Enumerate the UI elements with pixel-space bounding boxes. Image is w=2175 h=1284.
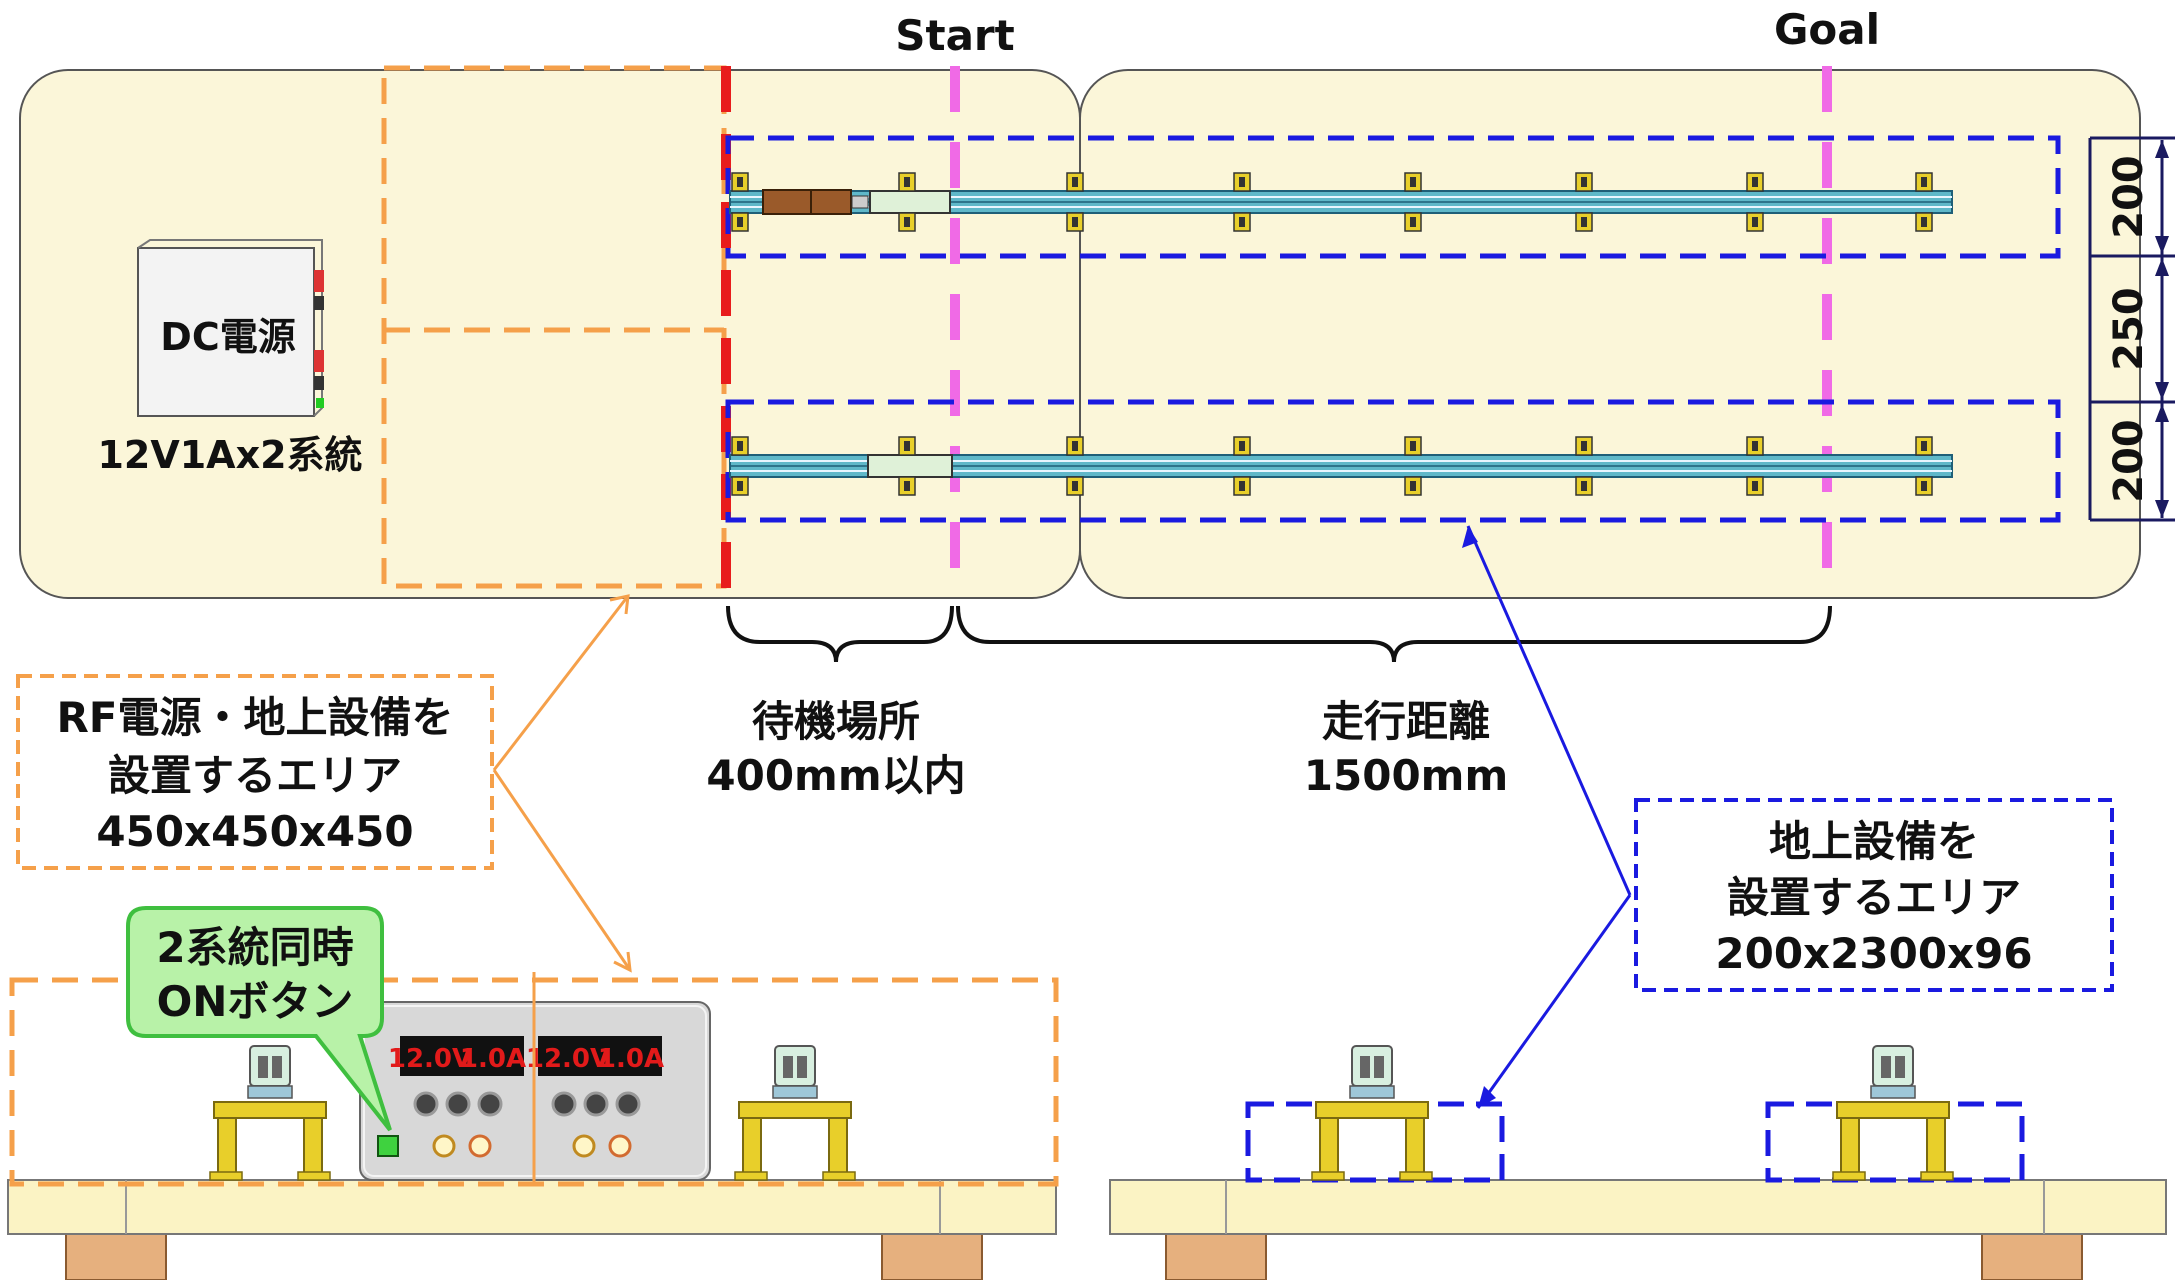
rail-fixture-1	[734, 1045, 856, 1181]
dc-power-supply: DC電源	[137, 239, 324, 417]
rail-clamp-b3	[1233, 436, 1251, 496]
rail-clamp-t4	[1404, 172, 1422, 232]
ground-area-label-box: 地上設備を 設置するエリア 200x2300x96	[1634, 798, 2114, 992]
side-table-left-leg-2	[881, 1231, 983, 1281]
ground-arrow-up	[1466, 525, 1632, 896]
rail-bottom	[729, 454, 1953, 478]
psu-display-2: 12.0V 1.0A	[526, 1036, 664, 1076]
psu-terminals	[432, 1134, 632, 1158]
vehicle-bottom	[867, 454, 953, 478]
dimension-gap: 250	[2106, 287, 2152, 371]
rail-clamp-t2	[1066, 172, 1084, 232]
rf-arrow-up	[492, 595, 630, 771]
lane-area-top	[725, 135, 2061, 259]
rf-area-label-box: RF電源・地上設備を 設置するエリア 450x450x450	[16, 674, 494, 870]
lane-area-bottom	[725, 399, 2061, 523]
ground-area-line3: 200x2300x96	[1715, 929, 2032, 978]
dual-on-callout: 2系統同時 ONボタン	[126, 906, 392, 1132]
rail-clamp-b7	[1915, 436, 1933, 496]
dc-supply-title: DC電源	[160, 315, 295, 359]
rail-fixture-2	[1311, 1045, 1433, 1181]
psu2-current: 1.0A	[598, 1044, 664, 1074]
rail-clamp-t5	[1575, 172, 1593, 232]
standby-label-line2: 400mm以内	[706, 751, 965, 800]
side-view: 12.0V 1.0A 12.0V 1.0A	[7, 972, 2167, 1281]
callout-line1: 2系統同時	[156, 923, 353, 972]
travel-label-line1: 走行距離	[1322, 697, 1490, 746]
rail-fixture-3	[1832, 1045, 1954, 1181]
travel-brace	[956, 605, 1832, 663]
psu-knobs	[413, 1091, 641, 1117]
rail-fixtures-side	[209, 1045, 1954, 1181]
rail-clamp-b4	[1404, 436, 1422, 496]
rail-clamp-b0	[731, 436, 749, 496]
rail-clamp-t7	[1915, 172, 1933, 232]
rf-area-top-outline	[381, 65, 727, 589]
side-table-left-leg-1	[65, 1231, 167, 1281]
ground-area-line2: 設置するエリア	[1727, 873, 2021, 922]
dimension-bar: 200 250 200	[2088, 136, 2175, 522]
rf-area-line2: 設置するエリア	[108, 751, 402, 800]
rail-clamps	[731, 172, 1933, 496]
goal-label: Goal	[1774, 5, 1880, 54]
rail-clamp-t6	[1746, 172, 1764, 232]
rail-clamp-b2	[1066, 436, 1084, 496]
standby-label-line1: 待機場所	[752, 697, 920, 746]
top-view: DC電源 12V1Ax2系統	[19, 65, 2141, 599]
rail-top	[729, 190, 1953, 214]
side-table-right-leg-2	[1981, 1231, 2083, 1281]
rail-clamp-t0	[731, 172, 749, 232]
rail-fixture-0	[209, 1045, 331, 1181]
dimension-lane2: 200	[2106, 419, 2152, 503]
psu1-current: 1.0A	[460, 1044, 526, 1074]
ground-arrow-down	[1476, 894, 1632, 1109]
start-label: Start	[895, 11, 1014, 60]
travel-label-line2: 1500mm	[1304, 751, 1508, 800]
side-table-left	[7, 1179, 1057, 1235]
rail-clamp-t3	[1233, 172, 1251, 232]
rail-clamp-b6	[1746, 436, 1764, 496]
dimension-lane1: 200	[2106, 155, 2152, 239]
side-table-right	[1109, 1179, 2167, 1235]
dc-supply-spec: 12V1Ax2系統	[97, 433, 362, 477]
rail-clamp-b1	[898, 436, 916, 496]
psu2-voltage: 12.0V	[526, 1044, 610, 1074]
ground-area-line1: 地上設備を	[1769, 817, 1979, 866]
callout-line2: ONボタン	[157, 977, 354, 1026]
psu-display-1: 12.0V 1.0A	[388, 1036, 526, 1076]
standby-brace	[726, 605, 954, 663]
psu-dual-on-button[interactable]	[377, 1135, 399, 1157]
rail-clamp-t1	[898, 172, 916, 232]
psu1-voltage: 12.0V	[388, 1044, 472, 1074]
rail-clamp-b5	[1575, 436, 1593, 496]
rf-area-line3: 450x450x450	[96, 807, 413, 856]
rf-arrow-down	[492, 769, 632, 971]
side-table-right-leg-1	[1165, 1231, 1267, 1281]
rf-area-line1: RF電源・地上設備を	[56, 693, 453, 742]
